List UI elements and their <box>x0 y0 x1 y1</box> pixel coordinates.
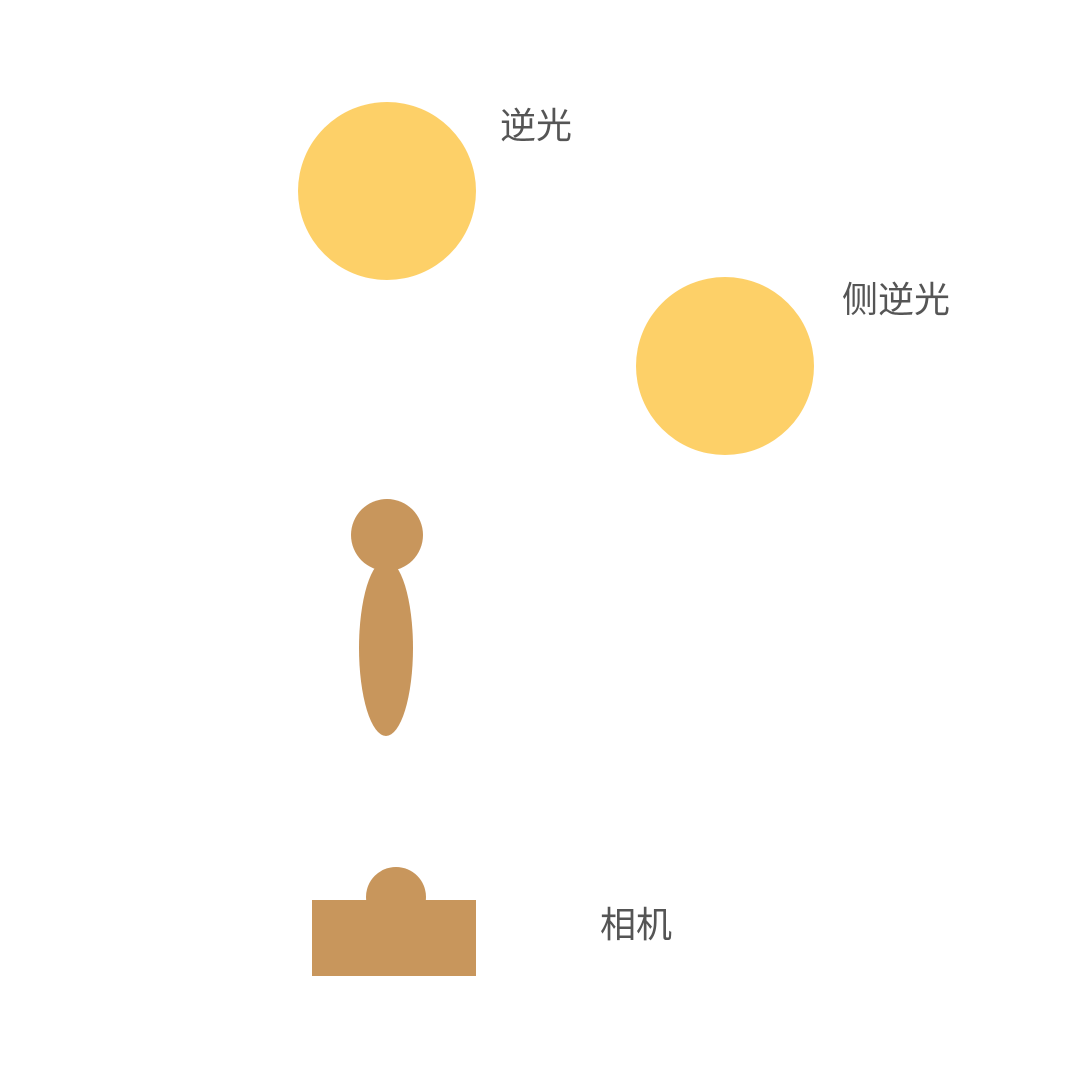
subject-person-icon <box>351 499 423 736</box>
backlight-label: 逆光 <box>500 106 572 147</box>
subject-body <box>359 560 413 736</box>
side-backlight-group: 侧逆光 <box>636 277 950 455</box>
camera-label: 相机 <box>600 905 672 946</box>
backlight-group: 逆光 <box>298 102 572 280</box>
camera-group: 相机 <box>312 867 672 976</box>
side-backlight-sun-icon <box>636 277 814 455</box>
camera-icon <box>312 867 476 976</box>
side-backlight-label: 侧逆光 <box>842 280 950 321</box>
backlight-sun-icon <box>298 102 476 280</box>
subject-head <box>351 499 423 571</box>
camera-body <box>312 900 476 976</box>
